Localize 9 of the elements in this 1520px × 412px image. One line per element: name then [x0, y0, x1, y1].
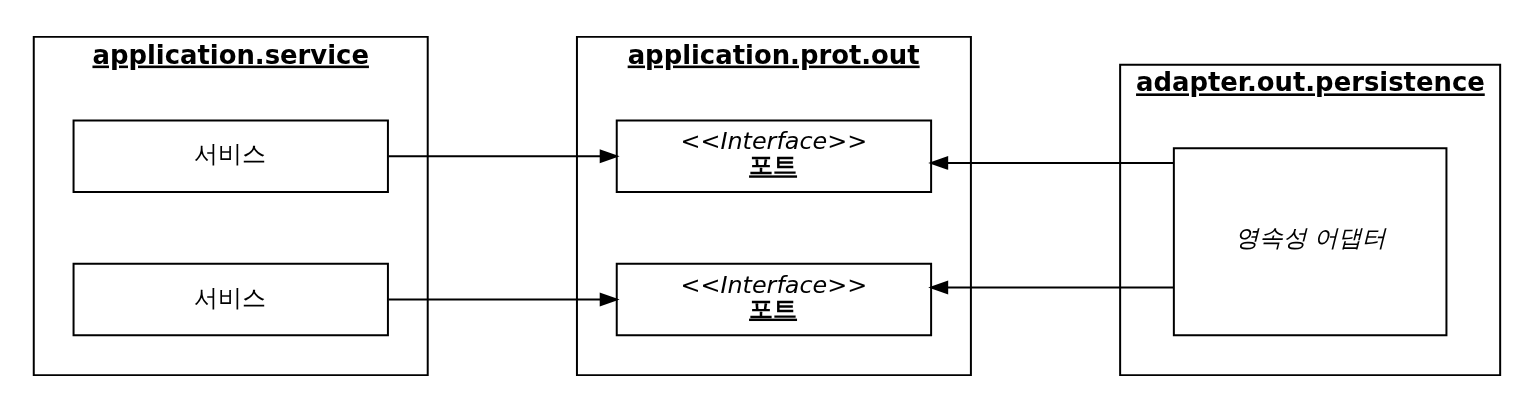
arrow [928, 280, 1175, 295]
arrow [387, 149, 620, 164]
node-box: 서비스 [72, 262, 389, 337]
arrow [387, 292, 620, 307]
node-box: 서비스 [72, 119, 389, 194]
node-box: <<Interface>> 포트 [615, 119, 933, 194]
node-box: 영속성 어댑터 [1172, 147, 1448, 337]
node-box: <<Interface>> 포트 [615, 262, 933, 337]
arrow [928, 155, 1175, 170]
